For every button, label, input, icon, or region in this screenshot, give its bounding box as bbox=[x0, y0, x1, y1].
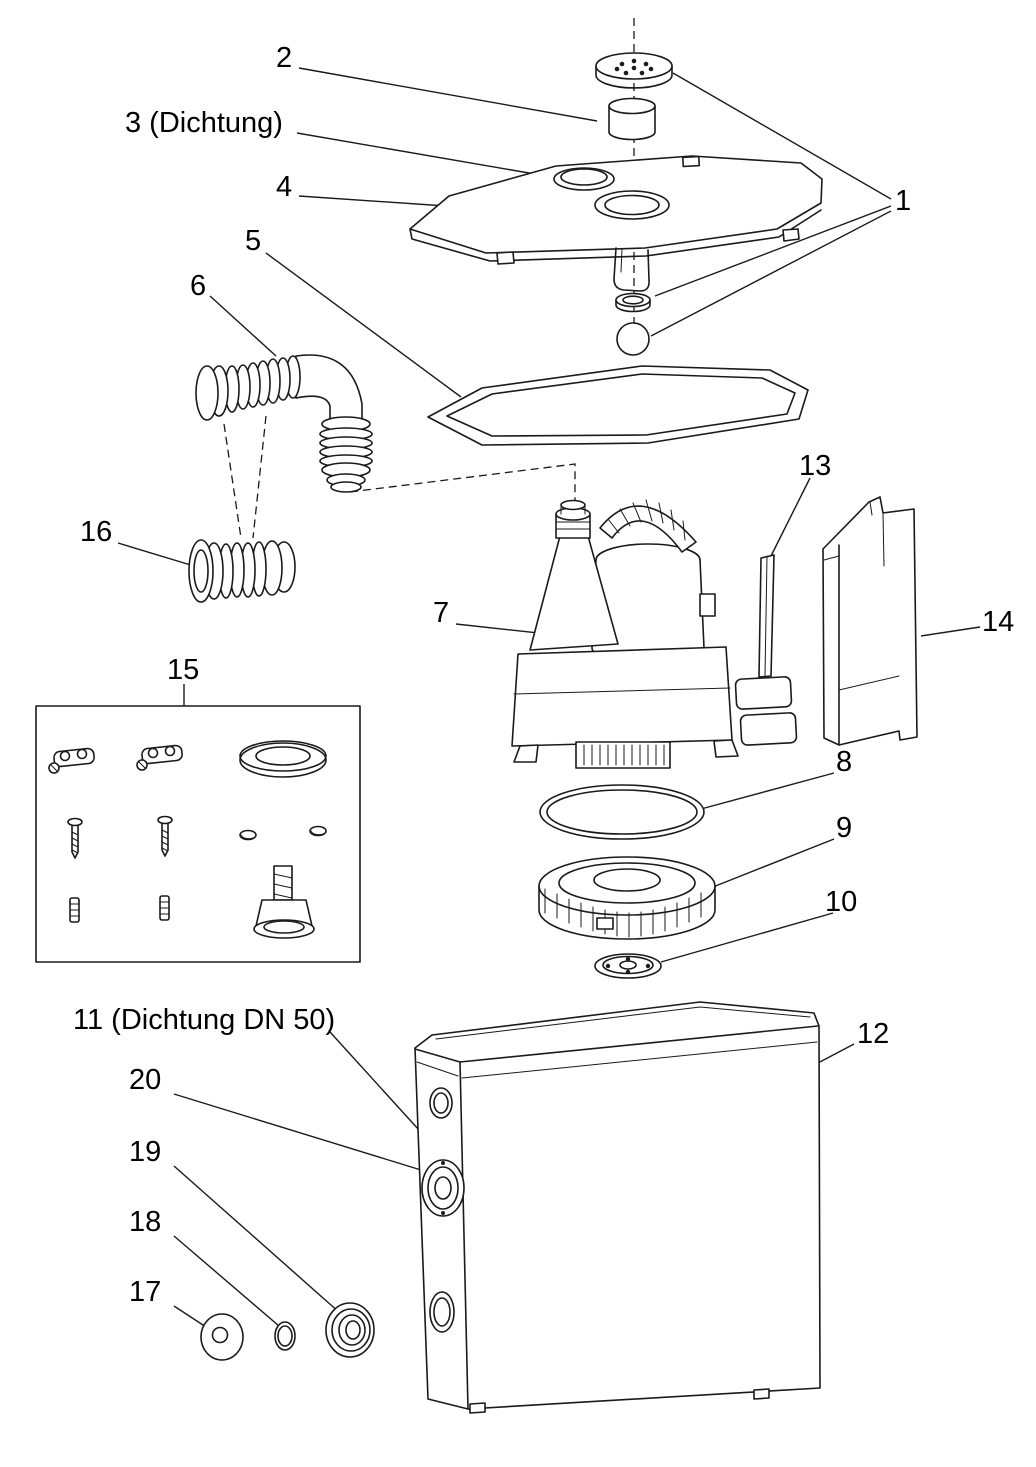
label-part-8: 8 bbox=[836, 746, 853, 778]
label-part-7: 7 bbox=[433, 597, 450, 629]
part-5-gasket bbox=[427, 365, 809, 446]
part-18-seal-ring bbox=[274, 1321, 296, 1351]
part-19-grommet bbox=[325, 1302, 375, 1358]
part-1-grommet bbox=[615, 292, 651, 313]
outlet-spout bbox=[613, 247, 650, 292]
label-part-11: 11 (Dichtung DN 50) bbox=[73, 1004, 336, 1036]
label-part-14: 14 bbox=[982, 606, 1015, 638]
label-part-4: 4 bbox=[276, 171, 293, 203]
part-9-strainer-ring bbox=[538, 856, 716, 940]
label-part-17: 17 bbox=[129, 1276, 162, 1308]
label-part-18: 18 bbox=[129, 1206, 162, 1238]
label-part-20: 20 bbox=[129, 1064, 162, 1096]
label-part-2: 2 bbox=[276, 42, 293, 74]
part-1-vent-cap bbox=[595, 52, 673, 89]
part-15-small-parts-kit bbox=[35, 705, 361, 963]
label-part-10: 10 bbox=[825, 886, 858, 918]
label-part-15: 15 bbox=[167, 654, 200, 686]
label-part-5: 5 bbox=[245, 225, 262, 257]
part-10-cap-disc bbox=[594, 953, 662, 979]
part-4-lid bbox=[409, 155, 823, 265]
label-part-13: 13 bbox=[799, 450, 832, 482]
assembly-centerlines bbox=[223, 18, 635, 539]
part-13-level-sensor bbox=[734, 554, 798, 746]
part-14-mounting-bracket bbox=[822, 496, 918, 746]
part-2-insert bbox=[608, 97, 656, 141]
label-part-12: 12 bbox=[857, 1018, 890, 1050]
part-7-pump bbox=[511, 499, 739, 769]
label-part-3: 3 (Dichtung) bbox=[125, 107, 283, 139]
part-1-float-ball bbox=[616, 322, 650, 356]
part-16-coupling bbox=[188, 539, 296, 603]
part-8-o-ring bbox=[539, 784, 705, 840]
label-part-9: 9 bbox=[836, 812, 853, 844]
part-17-plug-disc bbox=[200, 1313, 244, 1361]
label-part-19: 19 bbox=[129, 1136, 162, 1168]
part-12-tank bbox=[414, 1001, 821, 1414]
part-3-seal-cap bbox=[553, 167, 615, 191]
label-part-1: 1 bbox=[895, 185, 912, 217]
label-part-6: 6 bbox=[190, 270, 207, 302]
part-6-elbow-hose bbox=[195, 354, 373, 493]
label-part-16: 16 bbox=[80, 516, 113, 548]
